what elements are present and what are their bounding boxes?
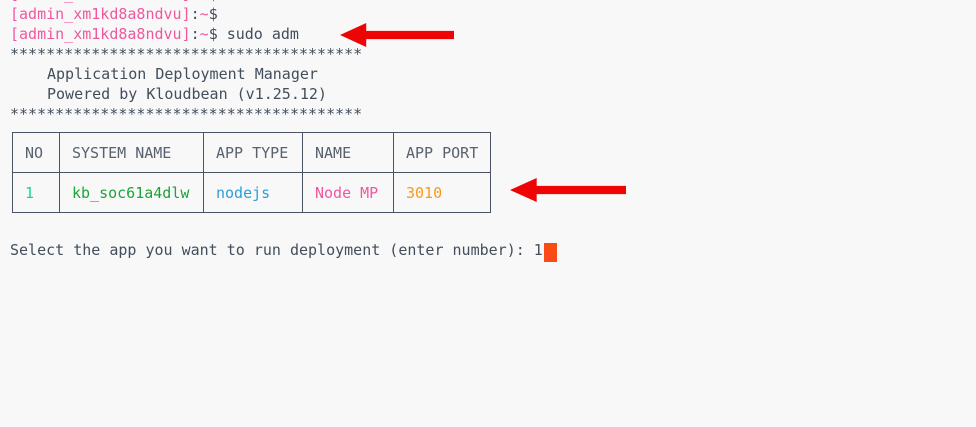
- banner-subtitle: Powered by Kloudbean (v1.25.12): [47, 85, 327, 103]
- header-system-name: SYSTEM NAME: [59, 132, 204, 173]
- header-name: NAME: [302, 132, 394, 173]
- header-app-type: APP TYPE: [203, 132, 303, 173]
- prompt-colon: :: [191, 0, 200, 3]
- app-table: NO SYSTEM NAME APP TYPE NAME APP PORT 1 …: [12, 132, 491, 213]
- select-prompt-text: Select the app you want to run deploymen…: [10, 241, 534, 259]
- header-app-port: APP PORT: [393, 132, 491, 173]
- table-header-row: NO SYSTEM NAME APP TYPE NAME APP PORT: [12, 132, 491, 173]
- terminal-cursor[interactable]: [543, 243, 557, 262]
- prompt-user: [admin_xm1kd8a8ndvu]: [10, 0, 191, 3]
- arrow-pointing-at-table-row: [510, 178, 626, 202]
- prompt-line-partial: [admin_xm1kd8a8ndvu]:~$: [10, 0, 218, 4]
- prompt-line-empty: [admin_xm1kd8a8ndvu]:~$: [10, 4, 218, 24]
- prompt-dollar: $: [208, 5, 218, 23]
- prompt-tilde: ~: [200, 0, 209, 3]
- cell-name: Node MP: [302, 172, 394, 213]
- command-text: sudo adm: [226, 25, 299, 43]
- prompt-user: [admin_xm1kd8a8ndvu]: [10, 25, 191, 43]
- prompt-dollar: $: [208, 25, 218, 43]
- banner-title: Application Deployment Manager: [47, 65, 318, 83]
- prompt-colon: :: [190, 5, 200, 23]
- prompt-colon: :: [190, 25, 200, 43]
- cell-no: 1: [12, 172, 60, 213]
- cell-app-port: 3010: [393, 172, 491, 213]
- table-row: 1 kb_soc61a4dlw nodejs Node MP 3010: [12, 172, 491, 213]
- header-no: NO: [12, 132, 60, 173]
- prompt-dollar: $: [209, 0, 218, 3]
- prompt-user: [admin_xm1kd8a8ndvu]: [10, 5, 191, 23]
- cell-app-type: nodejs: [203, 172, 303, 213]
- prompt-tilde: ~: [199, 5, 209, 23]
- prompt-line-command: [admin_xm1kd8a8ndvu]:~$ sudo adm: [10, 24, 299, 44]
- cell-system-name: kb_soc61a4dlw: [59, 172, 204, 213]
- select-typed-value: 1: [533, 241, 543, 259]
- banner-stars-top: ***************************************: [10, 45, 363, 63]
- banner-stars-bottom: ***************************************: [10, 105, 363, 123]
- prompt-tilde: ~: [199, 25, 209, 43]
- select-input-line[interactable]: Select the app you want to run deploymen…: [10, 240, 557, 262]
